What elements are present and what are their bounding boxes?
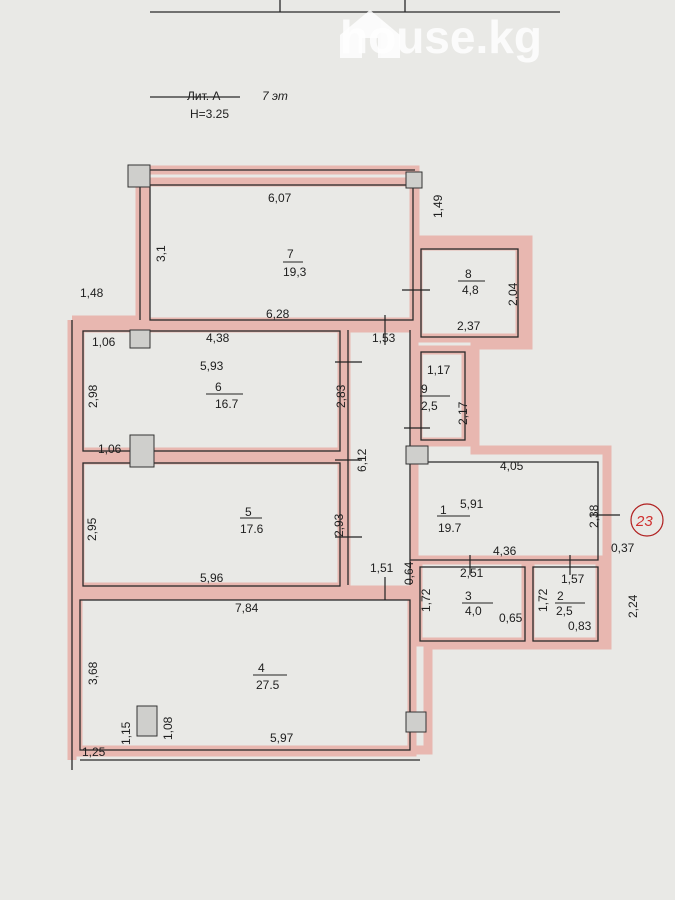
svg-text:3: 3 xyxy=(465,589,472,603)
svg-text:6,28: 6,28 xyxy=(266,307,290,321)
svg-text:27.5: 27.5 xyxy=(256,678,280,692)
svg-text:2,98: 2,98 xyxy=(86,384,100,408)
room-6: 616.7 xyxy=(215,380,239,411)
svg-text:2: 2 xyxy=(557,589,564,603)
room-8: 84,8 xyxy=(462,267,479,297)
svg-text:1,48: 1,48 xyxy=(80,286,104,300)
door-marks xyxy=(335,289,620,600)
svg-text:1,15: 1,15 xyxy=(119,721,133,745)
liter-label: Лит. А xyxy=(187,89,220,103)
svg-text:5,91: 5,91 xyxy=(460,497,484,511)
room-3: 34,0 xyxy=(465,589,482,618)
svg-text:16.7: 16.7 xyxy=(215,397,239,411)
svg-text:6: 6 xyxy=(215,380,222,394)
svg-text:0,64: 0,64 xyxy=(402,561,416,585)
room-1: 119.7 xyxy=(438,503,462,535)
svg-text:1,72: 1,72 xyxy=(536,588,550,612)
house-logo-icon xyxy=(340,10,400,58)
svg-text:5: 5 xyxy=(245,505,252,519)
watermark-text: house.kg xyxy=(340,11,542,63)
svg-text:2,04: 2,04 xyxy=(506,282,520,306)
svg-text:4: 4 xyxy=(258,661,265,675)
svg-text:5,97: 5,97 xyxy=(270,731,294,745)
svg-text:2,5: 2,5 xyxy=(556,604,573,618)
room-walls xyxy=(73,177,605,757)
svg-text:1,08: 1,08 xyxy=(161,716,175,740)
svg-text:17.6: 17.6 xyxy=(240,522,264,536)
svg-text:2,24: 2,24 xyxy=(626,594,640,618)
svg-text:9: 9 xyxy=(421,382,428,396)
room-5: 517.6 xyxy=(240,505,264,536)
svg-text:4,8: 4,8 xyxy=(462,283,479,297)
svg-text:2,37: 2,37 xyxy=(457,319,481,333)
svg-text:1: 1 xyxy=(440,503,447,517)
svg-text:1,06: 1,06 xyxy=(98,442,122,456)
svg-text:2,95: 2,95 xyxy=(85,517,99,541)
columns xyxy=(127,164,429,737)
svg-text:1,53: 1,53 xyxy=(372,331,396,345)
room-2: 22,5 xyxy=(556,589,573,618)
svg-text:3,68: 3,68 xyxy=(86,661,100,685)
room-4: 427.5 xyxy=(256,661,280,692)
svg-text:2,38: 2,38 xyxy=(587,504,601,528)
inner-lines xyxy=(71,169,599,770)
svg-text:2,83: 2,83 xyxy=(334,384,348,408)
svg-text:1,17: 1,17 xyxy=(427,363,451,377)
svg-text:0,65: 0,65 xyxy=(499,611,523,625)
svg-text:19.7: 19.7 xyxy=(438,521,462,535)
svg-text:0,37: 0,37 xyxy=(611,541,635,555)
dimension-labels: 6,07 3,1 1,48 6,28 1,49 2,04 2,37 4,38 1… xyxy=(80,191,640,759)
form-lines xyxy=(150,0,560,98)
svg-text:2,93: 2,93 xyxy=(332,513,346,537)
svg-text:5,96: 5,96 xyxy=(200,571,224,585)
svg-text:1,51: 1,51 xyxy=(370,561,394,575)
apartment-number-circle xyxy=(630,503,664,537)
svg-text:1,49: 1,49 xyxy=(431,194,445,218)
svg-text:3,1: 3,1 xyxy=(154,245,168,262)
svg-text:4,05: 4,05 xyxy=(500,459,524,473)
svg-text:4,38: 4,38 xyxy=(206,331,230,345)
floor-note: 7 эт xyxy=(262,89,288,103)
svg-text:2,17: 2,17 xyxy=(456,401,470,425)
room-9: 92,5 xyxy=(421,382,438,413)
svg-text:6,07: 6,07 xyxy=(268,191,292,205)
svg-text:19,3: 19,3 xyxy=(283,265,307,279)
svg-text:4,36: 4,36 xyxy=(493,544,517,558)
svg-text:5,93: 5,93 xyxy=(200,359,224,373)
svg-text:1,25: 1,25 xyxy=(82,745,106,759)
svg-text:0,83: 0,83 xyxy=(568,619,592,633)
svg-text:4,0: 4,0 xyxy=(465,604,482,618)
svg-text:6,12: 6,12 xyxy=(355,448,369,472)
room-label-lines xyxy=(206,261,585,676)
apartment-number: 23 xyxy=(635,513,653,530)
room-7: 719,3 xyxy=(283,247,307,279)
svg-text:1,72: 1,72 xyxy=(419,588,433,612)
svg-text:1,06: 1,06 xyxy=(92,335,116,349)
height-label: H=3.25 xyxy=(190,107,229,121)
svg-text:2,5: 2,5 xyxy=(421,399,438,413)
svg-text:8: 8 xyxy=(465,267,472,281)
svg-text:1,57: 1,57 xyxy=(561,572,585,586)
svg-text:2,51: 2,51 xyxy=(460,566,484,580)
svg-text:7: 7 xyxy=(287,247,294,261)
svg-text:7,84: 7,84 xyxy=(235,601,259,615)
